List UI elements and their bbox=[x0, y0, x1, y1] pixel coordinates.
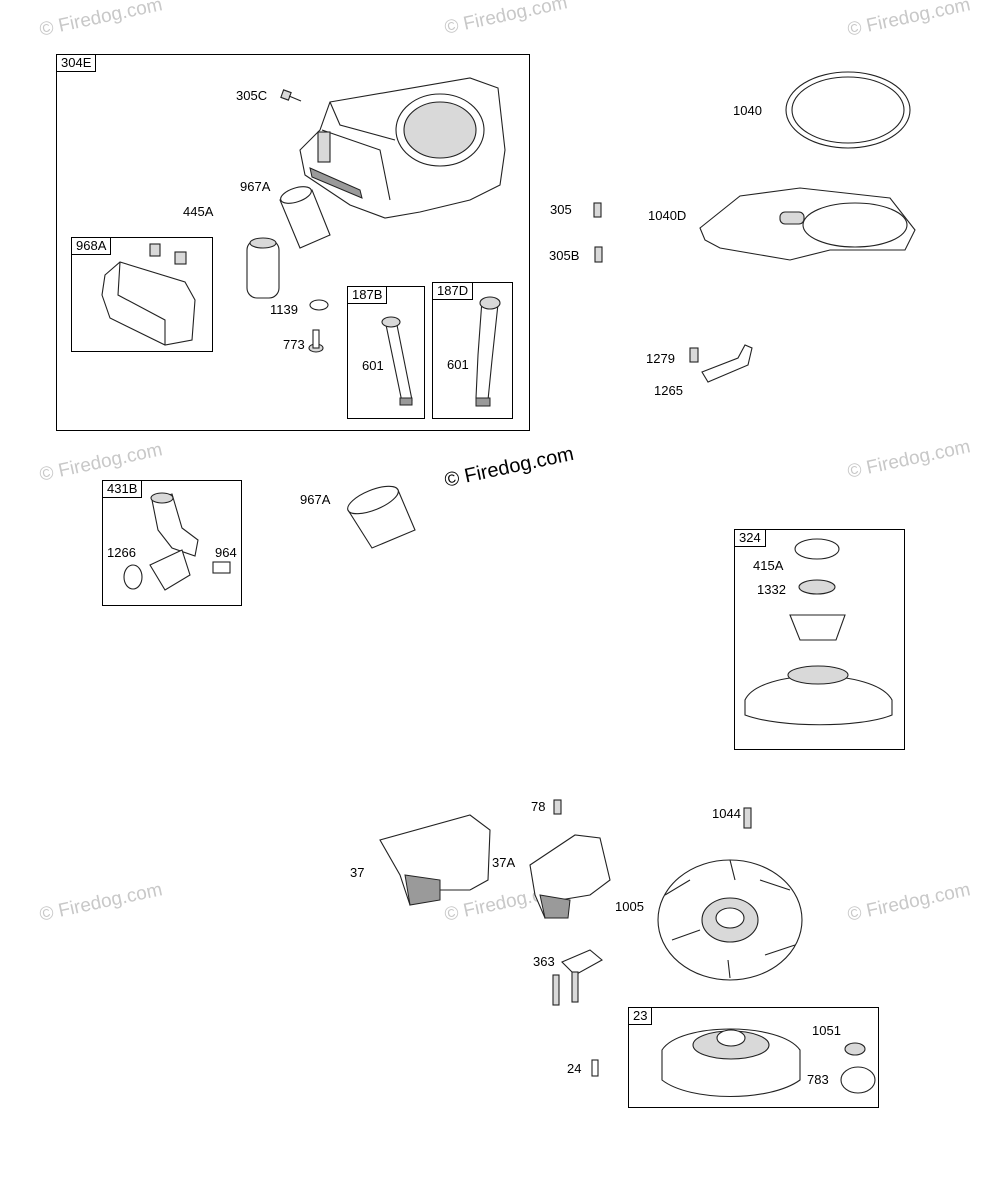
part-label-37a: 37A bbox=[492, 855, 516, 870]
cup-324-drawing bbox=[744, 538, 893, 726]
assembly-label-187b: 187B bbox=[347, 286, 388, 304]
part-label-1265: 1265 bbox=[654, 383, 683, 398]
fan-1005-drawing bbox=[657, 859, 803, 981]
part-label-24: 24 bbox=[567, 1061, 582, 1076]
part-label-415a: 415A bbox=[753, 558, 784, 573]
part-label-967a: 967A bbox=[300, 492, 331, 507]
elbow-431b-drawing bbox=[123, 492, 231, 591]
armature-363-drawing bbox=[552, 949, 603, 1006]
assembly-box-187d: 187D bbox=[432, 282, 513, 419]
assembly-box-324: 324 bbox=[734, 529, 905, 750]
bolt-305b-drawing bbox=[594, 246, 603, 263]
part-label-363: 363 bbox=[533, 954, 555, 969]
assembly-box-431b: 431B bbox=[102, 480, 242, 606]
bolt-78-drawing bbox=[553, 799, 562, 815]
baffle-37-drawing bbox=[379, 814, 491, 906]
pin-773-drawing bbox=[308, 329, 324, 353]
assembly-label-304e: 304E bbox=[56, 54, 97, 72]
part-label-1005: 1005 bbox=[615, 899, 644, 914]
filter-967a-drawing bbox=[279, 186, 331, 249]
assembly-box-23: 23 bbox=[628, 1007, 879, 1108]
part-label-445a: 445A bbox=[183, 204, 214, 219]
flywheel-23-drawing bbox=[661, 1028, 801, 1097]
part-label-305c: 305C bbox=[236, 88, 268, 103]
assembly-label-187d: 187D bbox=[432, 282, 474, 300]
assembly-box-968a: 968A bbox=[71, 237, 213, 352]
part-label-305: 305 bbox=[550, 202, 572, 217]
assembly-box-187b: 187B bbox=[347, 286, 425, 419]
part-label-1051: 1051 bbox=[812, 1023, 841, 1038]
tube-187b-drawing bbox=[381, 316, 413, 406]
part-label-783: 783 bbox=[807, 1072, 829, 1087]
shroud-1040d-drawing bbox=[699, 187, 916, 261]
part-label-1040: 1040 bbox=[733, 103, 762, 118]
part-label-964: 964 bbox=[215, 545, 237, 560]
part-label-1044: 1044 bbox=[712, 806, 741, 821]
cover-968a-drawing bbox=[101, 243, 196, 346]
bolt-1044-drawing bbox=[743, 807, 752, 829]
blower-housing-drawing bbox=[299, 77, 506, 219]
filter-967a-mid-drawing bbox=[347, 485, 416, 549]
assembly-label-324: 324 bbox=[734, 529, 766, 547]
ring-1040-drawing bbox=[785, 71, 911, 149]
element-445a-drawing bbox=[246, 237, 280, 299]
washer-1051-drawing bbox=[844, 1042, 866, 1056]
gear-783-drawing bbox=[840, 1066, 876, 1094]
part-label-1266: 1266 bbox=[107, 545, 136, 560]
part-label-37: 37 bbox=[350, 865, 365, 880]
bolt-305c-drawing bbox=[280, 89, 302, 102]
bolt-1279-drawing bbox=[689, 347, 699, 363]
part-label-78: 78 bbox=[531, 799, 546, 814]
part-label-601: 601 bbox=[447, 357, 469, 372]
assembly-label-431b: 431B bbox=[102, 480, 143, 498]
part-label-1332: 1332 bbox=[757, 582, 786, 597]
washer-1139-drawing bbox=[309, 299, 329, 311]
assembly-label-23: 23 bbox=[628, 1007, 653, 1025]
assembly-box-304e: 304E bbox=[56, 54, 530, 431]
assembly-label-968a: 968A bbox=[71, 237, 112, 255]
part-label-967a: 967A bbox=[240, 179, 271, 194]
tube-187d-drawing bbox=[475, 296, 501, 407]
part-label-305b: 305B bbox=[549, 248, 580, 263]
part-label-601: 601 bbox=[362, 358, 384, 373]
baffle-37a-drawing bbox=[529, 834, 611, 920]
key-24-drawing bbox=[591, 1059, 599, 1077]
part-label-1139: 1139 bbox=[270, 302, 298, 317]
part-label-1040d: 1040D bbox=[648, 208, 687, 223]
part-label-773: 773 bbox=[283, 337, 305, 352]
bolt-305-drawing bbox=[593, 202, 602, 218]
part-label-1279: 1279 bbox=[646, 351, 675, 366]
bracket-1265-drawing bbox=[701, 344, 753, 383]
